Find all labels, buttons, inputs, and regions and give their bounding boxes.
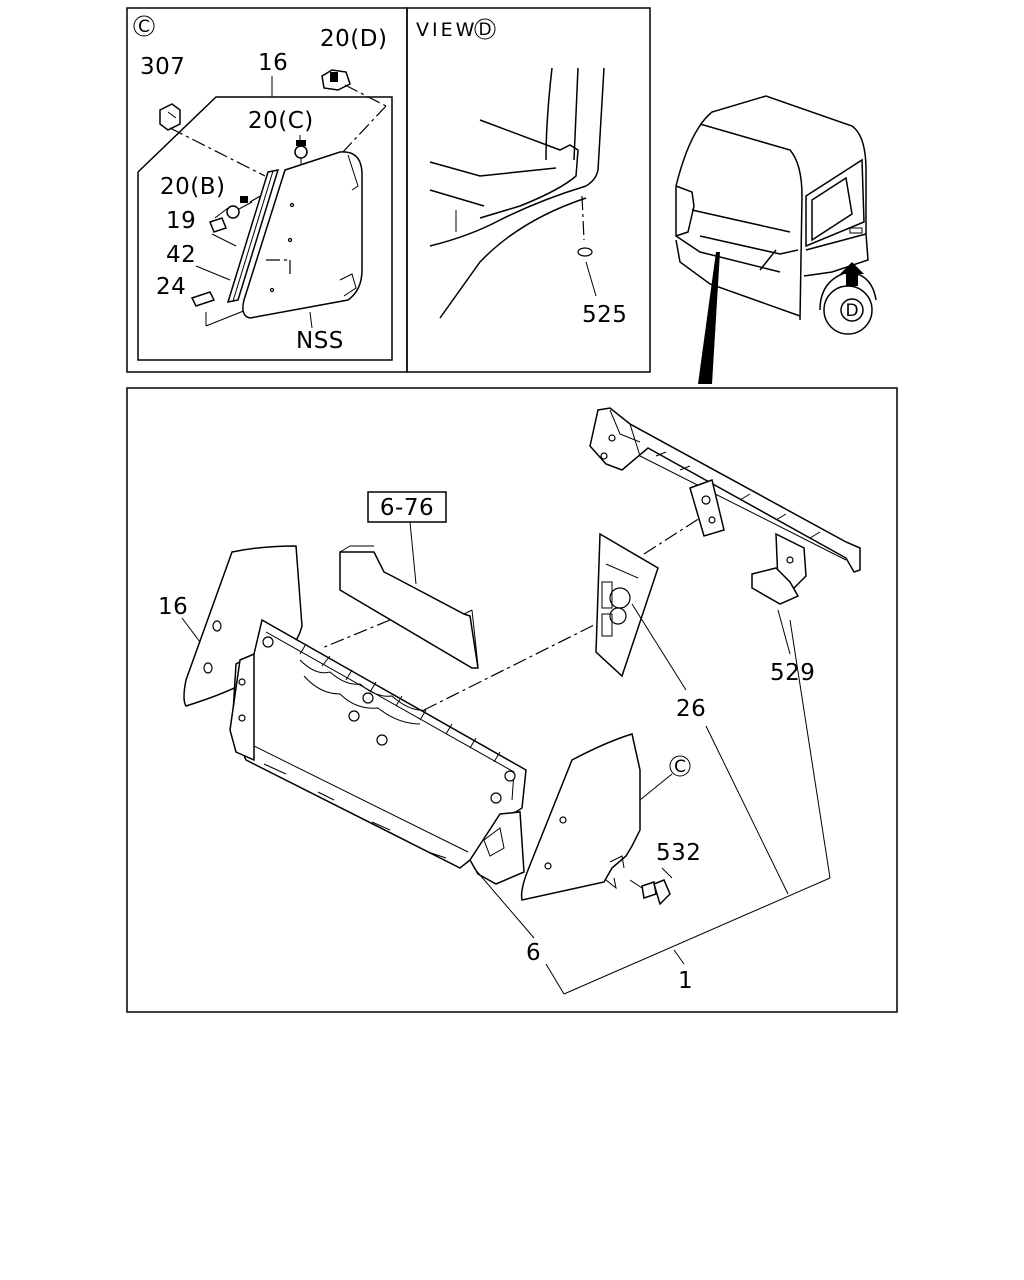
- part-42-seal-strip: [226, 169, 280, 303]
- view-d-panel-frame: [406, 7, 651, 373]
- main-assembly-panel: 6-76 16: [126, 387, 898, 1013]
- view-d-arrow: [840, 262, 864, 286]
- label-20b: 20(B): [160, 174, 226, 200]
- label-16-detail: 16: [258, 50, 288, 76]
- zoom-pointer: [698, 252, 720, 384]
- view-d-ref-symbol: D: [474, 18, 496, 40]
- nss-corner-panel: [242, 151, 363, 319]
- part-307-clip: [159, 103, 266, 177]
- label-20d: 20(D): [320, 26, 387, 52]
- right-corner-panel: [520, 733, 641, 901]
- part-19-pad: [209, 217, 227, 233]
- truck-cab-thumbnail: D: [675, 95, 877, 384]
- part-20d-clip: [321, 69, 387, 171]
- label-532: 532: [656, 840, 701, 866]
- part-20b-clip: [226, 194, 263, 219]
- cab-step-illustration: [429, 67, 605, 319]
- label-16-main: 16: [158, 594, 188, 620]
- label-42: 42: [166, 242, 196, 268]
- insulator-sheet: [321, 545, 479, 669]
- label-nss: NSS: [296, 328, 344, 354]
- view-d-panel: VIEW D 525: [406, 7, 651, 373]
- ref-box-6-76: 6-76: [367, 491, 447, 585]
- label-525: 525: [582, 302, 627, 328]
- label-529: 529: [770, 660, 815, 686]
- center-bracket-26: [595, 517, 701, 678]
- view-d-title: VIEW: [416, 19, 477, 41]
- bolt-532: [629, 867, 673, 906]
- panel-c-ref-symbol: C: [133, 15, 155, 37]
- view-d-ref-letter: D: [478, 20, 491, 40]
- ref-box-6-76-text: 6-76: [380, 495, 434, 521]
- truck-view-d-marker: D: [840, 298, 864, 322]
- panel-c-ref-letter: C: [138, 17, 150, 37]
- label-24: 24: [156, 274, 186, 300]
- main-callout-c-letter: C: [674, 757, 686, 777]
- upper-cross-rail: [589, 407, 861, 605]
- front-panel-6: [229, 605, 633, 885]
- label-19: 19: [166, 208, 196, 234]
- label-6: 6: [526, 940, 541, 966]
- label-1: 1: [678, 968, 693, 994]
- label-26: 26: [676, 696, 706, 722]
- detail-panel-c: C 307 16 20(D) 20(C) 20(B) 19 42 24 NSS: [126, 7, 408, 373]
- part-24-pad: [190, 291, 216, 307]
- part-20c-clip: [294, 140, 308, 168]
- main-assembly-frame: [126, 387, 898, 1013]
- main-callout-c: C: [639, 755, 691, 801]
- truck-view-d-letter: D: [845, 301, 858, 321]
- label-20c: 20(C): [248, 108, 314, 134]
- inner-assembly-frame: [137, 96, 393, 361]
- label-307: 307: [140, 54, 185, 80]
